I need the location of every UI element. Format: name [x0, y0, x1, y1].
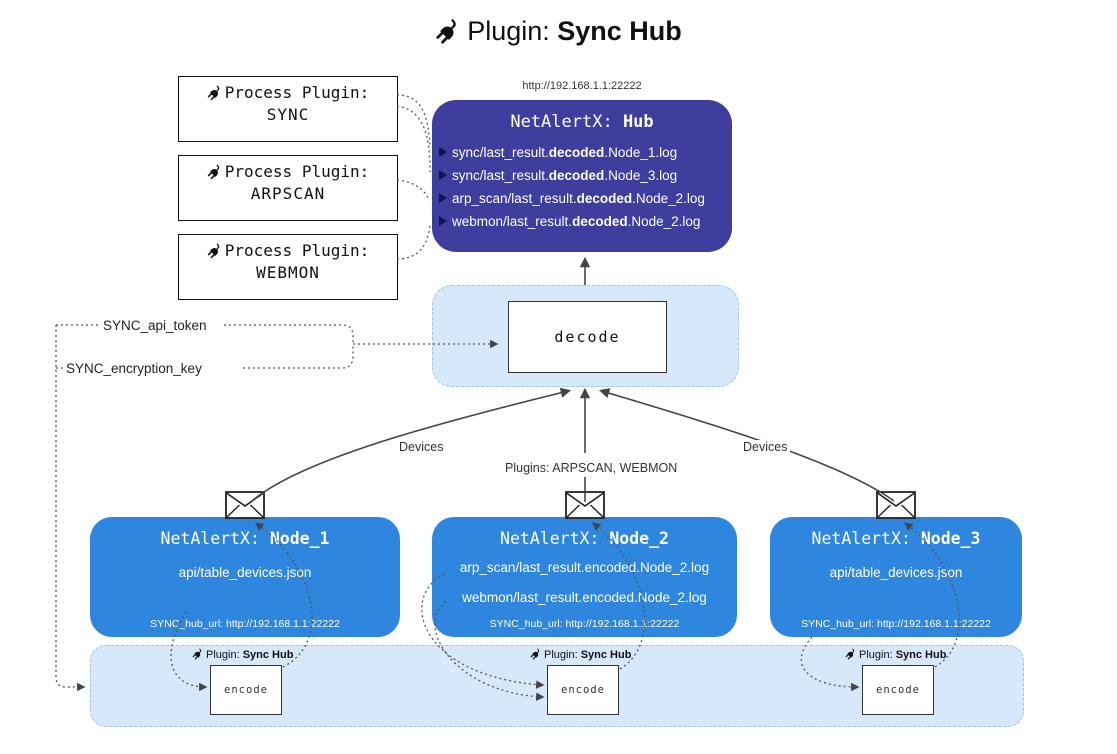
plug-icon [530, 648, 542, 660]
process-plugin-box-webmon: Process Plugin: WEBMON [178, 234, 398, 300]
hub-file-bold: decoded [572, 214, 628, 229]
encoder-plugin-prefix: Plugin: [206, 649, 240, 661]
plug-icon [845, 648, 857, 660]
hub-file-row: sync/last_result.decoded.Node_1.log [439, 141, 732, 164]
encode-box: encode [210, 665, 282, 715]
hub-file-pre: sync/last_result. [452, 168, 549, 183]
node-title-prefix: NetAlertX: [811, 529, 911, 548]
encode-label: encode [561, 684, 605, 696]
process-plugin-label-row: Process Plugin: [179, 241, 397, 260]
process-plugin-name: ARPSCAN [250, 184, 326, 203]
edge-webmon-to-hub [396, 225, 431, 260]
node-box-node-1: NetAlertX: Node_1 api/table_devices.json… [90, 517, 400, 637]
hub-file-pre: webmon/last_result. [452, 214, 573, 229]
edge-api-token [224, 324, 354, 344]
hub-box: NetAlertX: Hub sync/last_result.decoded.… [432, 100, 732, 252]
plug-icon [192, 648, 204, 660]
node-hub-url: SYNC_hub_url: http://192.168.1.1:22222 [150, 618, 340, 630]
hub-file-bold: decoded [576, 191, 633, 206]
encode-label: encode [224, 684, 268, 696]
arrow-right-icon [439, 216, 447, 226]
encoder-plugin-name: Sync Hub [895, 649, 947, 661]
hub-title-prefix: NetAlertX: [510, 112, 613, 132]
encoder-plugin-label: Plugin: Sync Hub [530, 648, 631, 661]
edge-sync-to-hub-2 [396, 105, 431, 173]
encoder-plugin-name: Sync Hub [580, 649, 632, 661]
decode-box: decode [508, 301, 667, 373]
arrow-right-icon [439, 193, 447, 203]
hub-file-post: .Node_3.log [604, 168, 678, 183]
hub-file-bold: decoded [548, 145, 605, 160]
process-plugin-box-sync: Process Plugin: SYNC [178, 76, 398, 142]
envelope-icon [876, 491, 916, 519]
node-file: arp_scan/last_result.encoded.Node_2.log [459, 560, 710, 575]
process-plugin-name: WEBMON [256, 263, 320, 282]
edge-sync-to-hub-1 [396, 94, 431, 147]
title-name: Sync Hub [557, 16, 682, 46]
edge-label-devices-left: Devices [396, 440, 447, 454]
hub-url-label: http://192.168.1.1:22222 [522, 80, 642, 92]
edge-encryption-key [243, 344, 354, 369]
plug-icon [435, 18, 462, 45]
process-plugin-label: Process Plugin: [224, 241, 370, 260]
hub-file-row: webmon/last_result.decoded.Node_2.log [439, 210, 732, 233]
hub-title: NetAlertX: Hub [432, 112, 732, 132]
encoder-plugin-prefix: Plugin: [859, 649, 893, 661]
hub-file-row: arp_scan/last_result.decoded.Node_2.log [439, 187, 732, 210]
node-hub-url: SYNC_hub_url: http://192.168.1.1:22222 [489, 618, 680, 630]
process-plugin-label-row: Process Plugin: [179, 162, 397, 181]
node-file: webmon/last_result.encoded.Node_2.log [462, 590, 707, 605]
encoder-plugin-prefix: Plugin: [544, 649, 578, 661]
edge-label-plugins: Plugins: ARPSCAN, WEBMON [502, 461, 677, 475]
encoder-plugin-label: Plugin: Sync Hub [192, 648, 293, 661]
diagram-title: Plugin: Sync Hub [0, 16, 1117, 47]
sync-api-token-label: SYNC_api_token [100, 318, 210, 333]
node-file: api/table_devices.json [829, 565, 963, 580]
node-title: NetAlertX: Node_3 [770, 529, 1022, 548]
process-plugin-label: Process Plugin: [224, 83, 370, 102]
arrow-right-icon [439, 170, 447, 180]
hub-title-name: Hub [622, 112, 654, 132]
node-title-name: Node_1 [269, 529, 330, 548]
hub-file-row: sync/last_result.decoded.Node_3.log [439, 164, 732, 187]
node-title: NetAlertX: Node_2 [432, 529, 737, 548]
node-file: api/table_devices.json [178, 565, 312, 580]
hub-file-bold: decoded [548, 168, 605, 183]
plug-icon [207, 164, 223, 180]
plug-icon [207, 243, 223, 259]
node-box-node-2: NetAlertX: Node_2 arp_scan/last_result.e… [432, 517, 737, 637]
encoder-plugin-name: Sync Hub [242, 649, 294, 661]
node-box-node-3: NetAlertX: Node_3 api/table_devices.json… [770, 517, 1022, 637]
edge-secrets-to-encoders [55, 325, 86, 692]
arrow-right-icon [439, 147, 447, 157]
decode-label: decode [554, 328, 621, 346]
hub-file-post: .Node_2.log [632, 191, 705, 206]
process-plugin-box-arpscan: Process Plugin: ARPSCAN [178, 155, 398, 221]
encode-label: encode [876, 684, 920, 696]
process-plugin-label-row: Process Plugin: [179, 83, 397, 102]
edge-arpscan-to-hub [396, 179, 430, 201]
envelope-icon [225, 491, 265, 519]
node-title-prefix: NetAlertX: [500, 529, 600, 548]
sync-encryption-key-label: SYNC_encryption_key [63, 361, 205, 376]
node-title-name: Node_3 [920, 529, 981, 548]
hub-file-post: .Node_2.log [627, 214, 701, 229]
process-plugin-name: SYNC [266, 105, 310, 124]
node-hub-url: SYNC_hub_url: http://192.168.1.1:22222 [801, 618, 991, 630]
encoder-plugin-label: Plugin: Sync Hub [845, 648, 946, 661]
plug-icon [207, 85, 223, 101]
process-plugin-label: Process Plugin: [224, 162, 370, 181]
title-prefix: Plugin: [467, 16, 550, 46]
node-title-prefix: NetAlertX: [160, 529, 260, 548]
hub-file-pre: arp_scan/last_result. [452, 191, 577, 206]
hub-file-list: sync/last_result.decoded.Node_1.log sync… [432, 141, 732, 233]
node-title: NetAlertX: Node_1 [90, 529, 400, 548]
envelope-icon [565, 491, 605, 519]
hub-file-pre: sync/last_result. [452, 145, 549, 160]
encode-box: encode [862, 665, 934, 715]
node-title-name: Node_2 [609, 529, 669, 548]
hub-file-post: .Node_1.log [604, 145, 678, 160]
encode-box: encode [547, 665, 619, 715]
edge-label-devices-right: Devices [740, 440, 791, 454]
